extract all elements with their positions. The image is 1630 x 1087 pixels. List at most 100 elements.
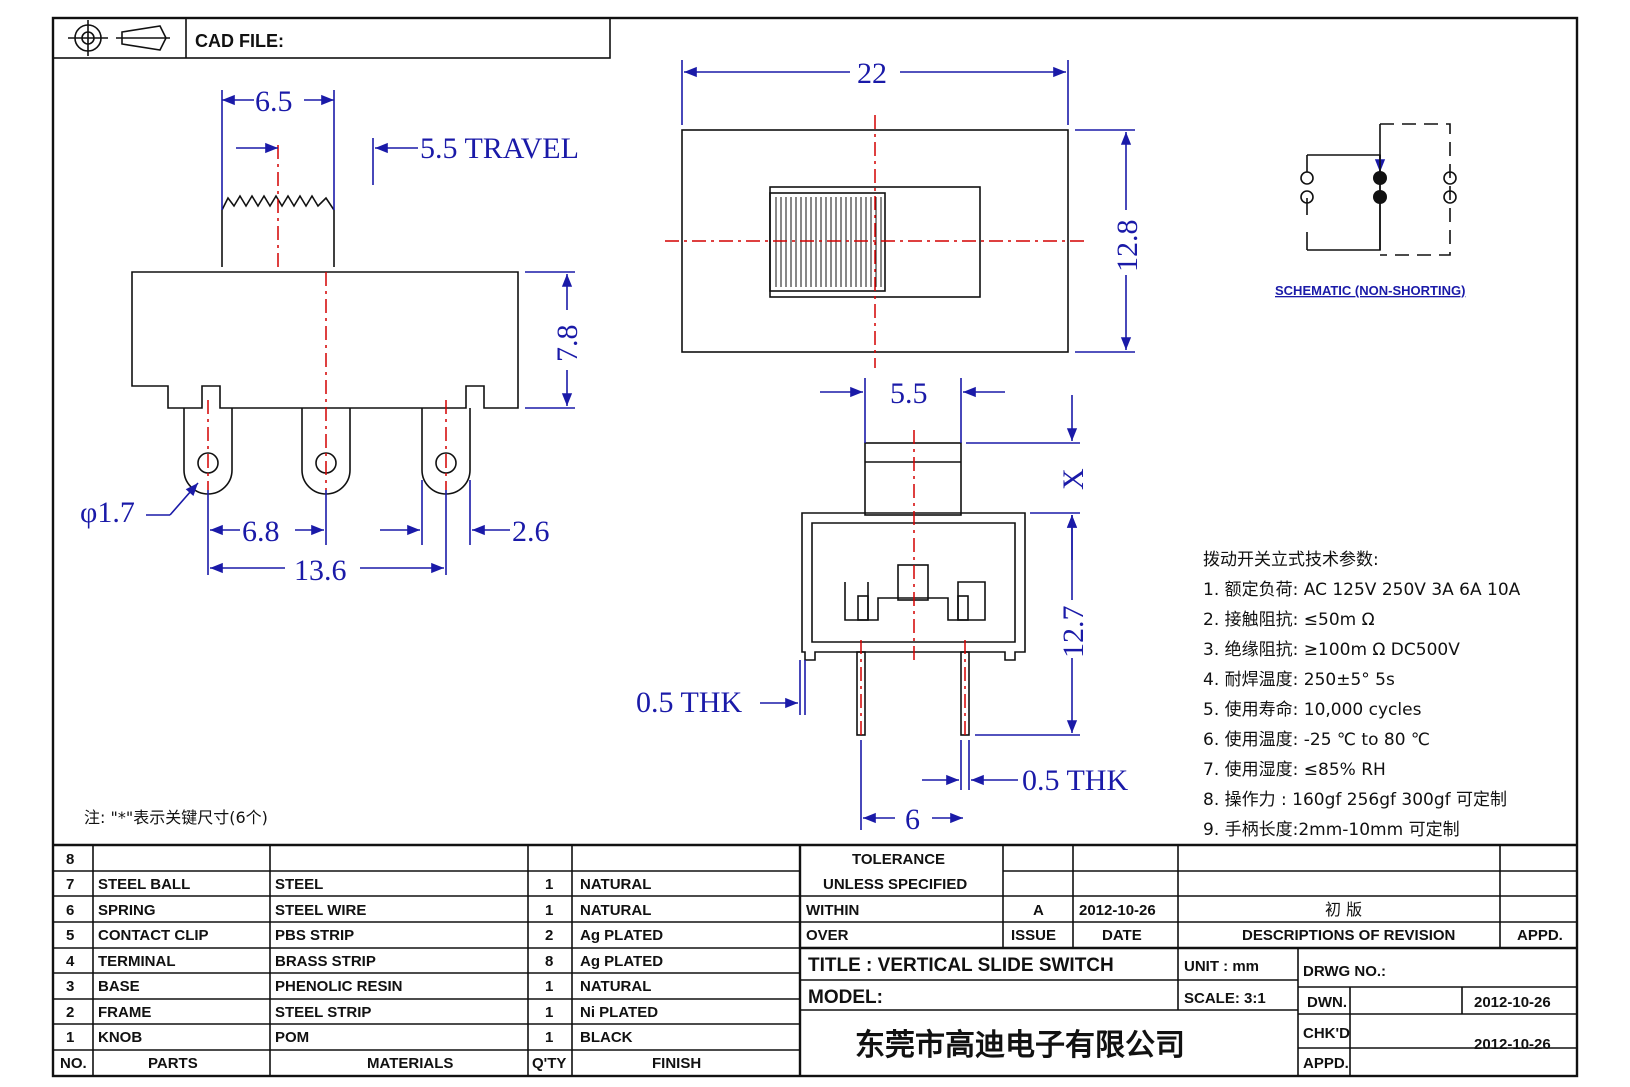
svg-text:1: 1 — [545, 1029, 553, 1046]
spec-item: 5. 使用寿命: 10,000 cycles — [1203, 699, 1422, 720]
model-label: MODEL: — [808, 987, 883, 1008]
svg-text:POM: POM — [275, 1029, 309, 1046]
top-view: 22 12.8 — [665, 57, 1144, 368]
unless-specified: UNLESS SPECIFIED — [823, 876, 967, 893]
tolerance-label: TOLERANCE — [852, 851, 945, 868]
rev-description: 初 版 — [1325, 900, 1362, 919]
svg-text:FINISH: FINISH — [652, 1055, 701, 1072]
key-dimension-note: 注: "*"表示关键尺寸(6个) — [84, 808, 268, 827]
side-knob — [864, 442, 962, 516]
projection-symbol-icon — [68, 20, 170, 56]
spec-item: 4. 耐焊温度: 250±5° 5s — [1203, 670, 1395, 690]
svg-text:TERMINAL: TERMINAL — [98, 953, 176, 970]
svg-text:FRAME: FRAME — [98, 1004, 151, 1021]
dim-length: 22 — [857, 57, 887, 90]
dim-knob-width: 6.5 — [255, 85, 293, 118]
within-label: WITHIN — [806, 902, 859, 919]
bom-table: 8 7 STEEL BALL STEEL 1 NATURAL 6 SPRING … — [53, 843, 1577, 1076]
svg-text:2: 2 — [66, 1004, 74, 1021]
bom-header: NO. PARTS MATERIALS Q'TY FINISH — [60, 1055, 701, 1072]
checked-label: CHK'D — [1303, 1025, 1350, 1042]
svg-text:SPRING: SPRING — [98, 902, 156, 919]
dim-hole-dia: φ1.7 — [80, 496, 135, 529]
side-view: 5.5 X 12.7 0.5 THK 0.5 THK 6 — [636, 377, 1128, 836]
spec-item: 2. 接触阻抗: ≤50m Ω — [1203, 610, 1375, 630]
side-base — [844, 581, 986, 621]
sheet-border — [51, 16, 1579, 1078]
top-knob — [769, 192, 886, 292]
rev-issue: A — [1033, 902, 1044, 919]
spec-item: 9. 手柄长度:2mm-10mm 可定制 — [1203, 820, 1460, 840]
drawing-title: TITLE : VERTICAL SLIDE SWITCH — [808, 955, 1114, 976]
svg-text:5: 5 — [66, 927, 74, 944]
svg-text:4: 4 — [66, 953, 75, 970]
dim-pin-pitch: 6 — [905, 803, 920, 836]
svg-text:Q'TY: Q'TY — [532, 1055, 566, 1072]
svg-text:PBS STRIP: PBS STRIP — [275, 927, 354, 944]
drawn-date: 2012-10-26 — [1474, 994, 1551, 1011]
scale-label: SCALE: 3:1 — [1184, 990, 1266, 1007]
schematic-caption: SCHEMATIC (NON-SHORTING) — [1275, 283, 1465, 298]
spec-item: 3. 绝缘阻抗: ≥100m Ω DC500V — [1203, 640, 1460, 660]
svg-text:BRASS STRIP: BRASS STRIP — [275, 953, 376, 970]
dim-x: X — [1057, 468, 1090, 490]
bom-row: 4 TERMINAL BRASS STRIP 8 Ag PLATED — [66, 953, 663, 970]
dim-travel: 5.5 TRAVEL — [420, 132, 579, 165]
svg-text:STEEL: STEEL — [275, 876, 323, 893]
cad-file-label: CAD FILE: — [195, 31, 284, 51]
svg-text:CONTACT CLIP: CONTACT CLIP — [98, 927, 209, 944]
bom-row: 7 STEEL BALL STEEL 1 NATURAL — [66, 876, 651, 893]
dim-knob-side: 5.5 — [890, 377, 928, 410]
over-label: OVER — [806, 927, 849, 944]
svg-text:1: 1 — [545, 978, 553, 995]
bom-row: 8 — [66, 851, 74, 868]
svg-text:1: 1 — [545, 902, 553, 919]
svg-text:1: 1 — [66, 1029, 74, 1046]
spec-list: 拨动开关立式技术参数: 1. 额定负荷: AC 125V 250V 3A 6A … — [1203, 550, 1521, 840]
dim-width: 12.8 — [1111, 220, 1144, 273]
front-view: 6.5 5.5 TRAVEL 7.8 φ1.7 6.8 2.6 13.6 — [80, 85, 584, 587]
issue-label: ISSUE — [1011, 927, 1056, 944]
bom-row: 1 KNOB POM 1 BLACK — [66, 1029, 633, 1046]
svg-text:PARTS: PARTS — [148, 1055, 198, 1072]
svg-text:Ag PLATED: Ag PLATED — [580, 953, 663, 970]
date-label: DATE — [1102, 927, 1142, 944]
drawn-label: DWN. — [1307, 994, 1347, 1011]
svg-text:MATERIALS: MATERIALS — [367, 1055, 453, 1072]
svg-text:7: 7 — [66, 876, 74, 893]
approved-label: APPD. — [1303, 1055, 1349, 1072]
spec-item: 8. 操作力 : 160gf 256gf 300gf 可定制 — [1203, 790, 1507, 810]
svg-text:STEEL WIRE: STEEL WIRE — [275, 902, 366, 919]
revision-desc-label: DESCRIPTIONS OF REVISION — [1242, 927, 1455, 944]
dim-height-side: 12.7 — [1057, 606, 1090, 659]
svg-text:PHENOLIC RESIN: PHENOLIC RESIN — [275, 978, 403, 995]
bom-row: 3 BASE PHENOLIC RESIN 1 NATURAL — [66, 978, 651, 995]
svg-text:6: 6 — [66, 902, 74, 919]
svg-text:STEEL BALL: STEEL BALL — [98, 876, 190, 893]
svg-text:Ni PLATED: Ni PLATED — [580, 1004, 658, 1021]
switch-body — [131, 271, 519, 409]
spec-item: 7. 使用湿度: ≤85% RH — [1203, 759, 1386, 780]
svg-text:BLACK: BLACK — [580, 1029, 633, 1046]
rev-date: 2012-10-26 — [1079, 902, 1156, 919]
appd-header-label: APPD. — [1517, 927, 1563, 944]
svg-text:NATURAL: NATURAL — [580, 902, 651, 919]
spec-item: 1. 额定负荷: AC 125V 250V 3A 6A 10A — [1203, 580, 1521, 600]
company-name: 东莞市高迪电子有限公司 — [855, 1028, 1185, 1063]
dim-thk-left: 0.5 THK — [636, 686, 742, 719]
svg-text:KNOB: KNOB — [98, 1029, 142, 1046]
bom-row: 5 CONTACT CLIP PBS STRIP 2 Ag PLATED — [66, 927, 663, 944]
svg-text:1: 1 — [545, 1004, 553, 1021]
cad-header: CAD FILE: — [52, 17, 611, 59]
svg-text:STEEL STRIP: STEEL STRIP — [275, 1004, 371, 1021]
checked-date: 2012-10-26 — [1474, 1036, 1551, 1053]
svg-text:NO.: NO. — [60, 1055, 87, 1072]
drawing-number-label: DRWG NO.: — [1303, 963, 1386, 980]
spec-title: 拨动开关立式技术参数: — [1203, 550, 1379, 570]
schematic: SCHEMATIC (NON-SHORTING) — [1275, 123, 1465, 298]
bom-row: 2 FRAME STEEL STRIP 1 Ni PLATED — [66, 1004, 658, 1021]
svg-text:NATURAL: NATURAL — [580, 978, 651, 995]
spec-item: 6. 使用温度: -25 ℃ to 80 ℃ — [1203, 729, 1430, 750]
svg-text:8: 8 — [66, 851, 74, 868]
